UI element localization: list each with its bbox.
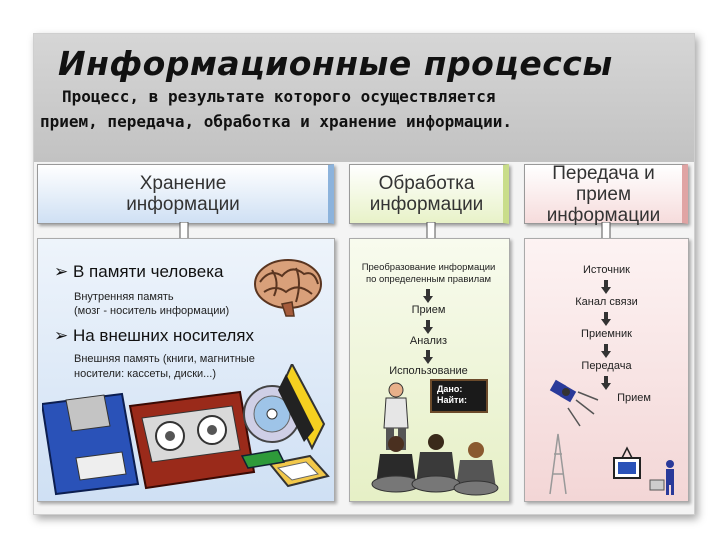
column-header-processing-line1: Обработка [378, 173, 475, 194]
storage-item-1: ➢ В памяти человека [54, 262, 223, 282]
processing-rule: Преобразование информации по определенны… [351, 262, 506, 286]
storage-item-2: ➢ На внешних носителях [54, 326, 254, 346]
blackboard: Дано: Найти: [430, 379, 488, 413]
down-arrow-icon [423, 289, 433, 303]
notebook-icon [278, 364, 326, 451]
transfer-step-transmission: Передача [581, 360, 632, 372]
communication-illustration [549, 379, 674, 495]
subtitle-line-2: прием, передача, обработка и хранение ин… [40, 112, 513, 131]
column-header-transfer-line2: информации [546, 204, 661, 226]
storage-desc-1-line2: (мозг - носитель информации) [74, 305, 230, 317]
storage-media-illustration [42, 364, 330, 496]
storage-desc-2-line1: Внешняя память (книги, магнитные [74, 353, 255, 365]
slide-title: Информационные процессы [58, 44, 613, 83]
radio-icon [649, 479, 665, 491]
person-icon [666, 460, 674, 495]
radio-tower-icon [549, 433, 567, 495]
students-icon [371, 434, 499, 496]
processing-rule-line2: по определенным правилам [365, 274, 492, 285]
classroom-illustration [371, 382, 499, 496]
signal-waves-icon [567, 391, 599, 427]
green-book-icon [240, 449, 286, 469]
transfer-step-source: Источник [583, 264, 630, 276]
transfer-step-reception: Прием [617, 392, 651, 404]
processing-step-receive: Прием [411, 304, 446, 316]
storage-desc-1-line1: Внутренняя память [74, 291, 174, 303]
column-header-processing-line2: информации [369, 194, 484, 215]
storage-desc-2: Внешняя память (книги, магнитные носител… [74, 352, 255, 382]
transfer-step-channel: Канал связи [575, 296, 638, 308]
column-header-transfer-line1: Передача и прием [552, 162, 655, 205]
down-arrow-icon [601, 344, 611, 358]
down-arrow-icon [601, 312, 611, 326]
storage-desc-1: Внутренняя память (мозг - носитель инфор… [74, 290, 229, 318]
bullet-arrow-icon: ➢ [54, 262, 73, 281]
bullet-arrow-icon: ➢ [54, 326, 73, 345]
book-icon [268, 454, 330, 488]
blackboard-line2: Найти: [437, 395, 467, 405]
storage-item-2-label: На внешних носителях [72, 326, 254, 345]
processing-step-analysis: Анализ [409, 335, 448, 347]
cassette-tape-icon [128, 390, 256, 490]
down-arrow-icon [423, 350, 433, 364]
processing-step-usage: Использование [389, 365, 468, 377]
column-header-storage-line2: информации [126, 194, 240, 215]
down-arrow-icon [601, 280, 611, 294]
storage-item-1-label: В памяти человека [72, 262, 224, 281]
transfer-step-receiver: Приемник [581, 328, 632, 340]
subtitle-line-1: Процесс, в результате которого осуществл… [62, 87, 496, 106]
tv-icon [613, 446, 641, 479]
column-header-storage-line1: Хранение [139, 173, 227, 194]
header-band [34, 34, 694, 162]
down-arrow-icon [423, 320, 433, 334]
down-arrow-icon [601, 376, 611, 390]
slide: Информационные процессы Процесс, в резул… [33, 33, 695, 515]
processing-rule-line1: Преобразование информации [361, 262, 496, 273]
slide-subtitle: Процесс, в результате которого осуществл… [40, 84, 690, 134]
satellite-icon [549, 379, 577, 403]
blackboard-line1: Дано: [437, 384, 463, 394]
floppy-disk-icon [42, 392, 140, 496]
storage-desc-2-line2: носители: кассеты, диски...) [74, 368, 217, 380]
brain-icon [254, 259, 322, 317]
